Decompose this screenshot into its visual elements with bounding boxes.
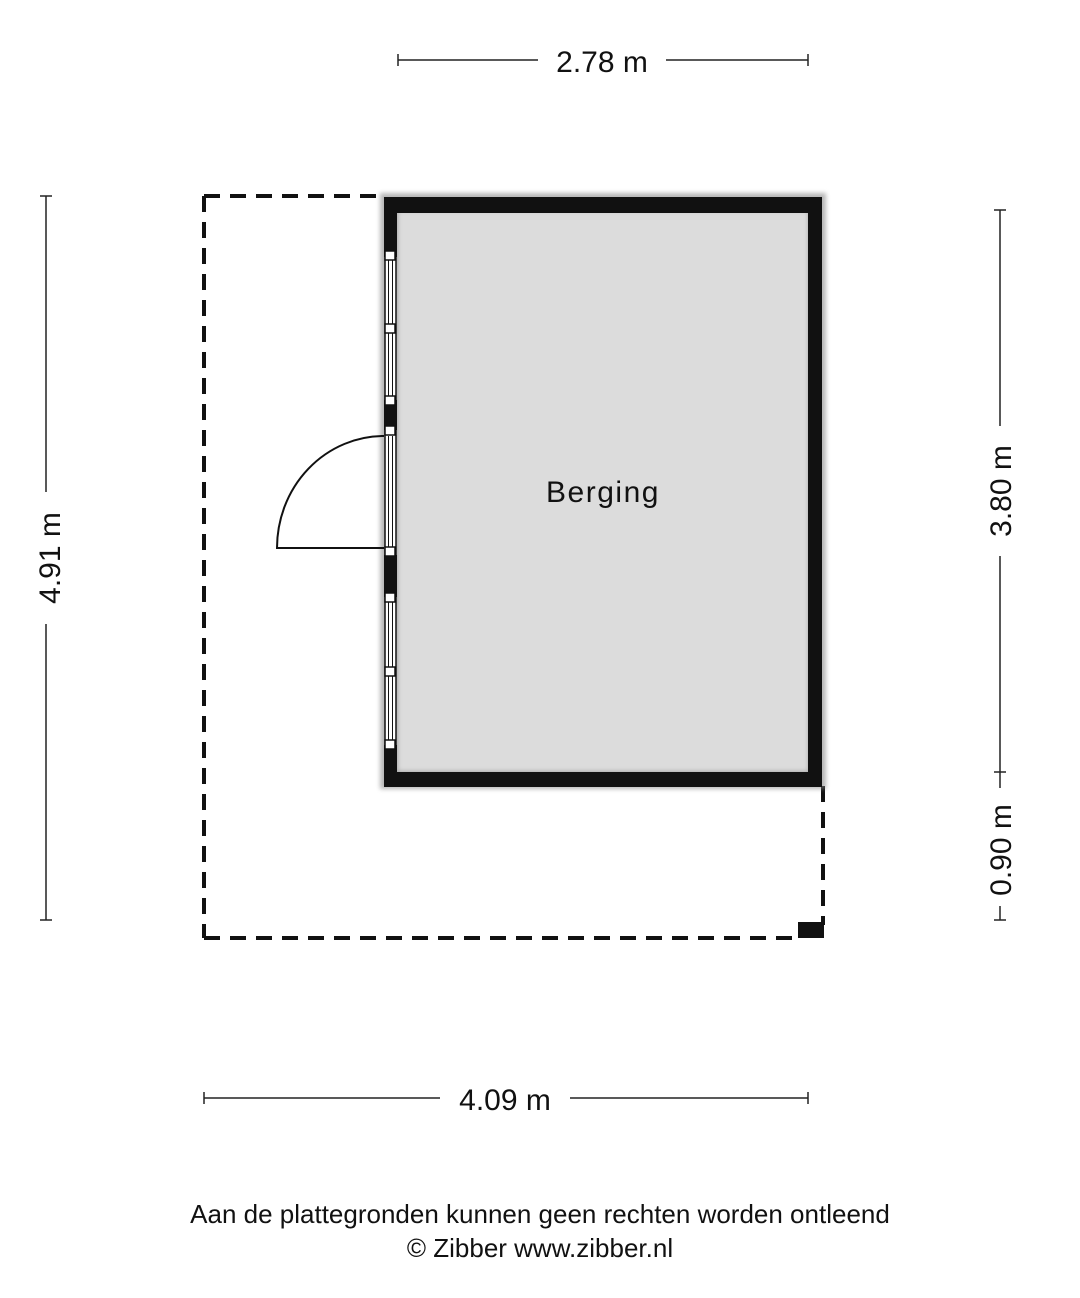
- room-label: Berging: [546, 476, 660, 509]
- dimension-left-label: 4.91 m: [34, 512, 67, 604]
- dimension-right-lower-label: 0.90 m: [985, 804, 1018, 896]
- window-lower: [384, 592, 397, 750]
- disclaimer-text: Aan de plattegronden kunnen geen rechten…: [190, 1199, 890, 1229]
- door-swing-arc: [275, 435, 385, 549]
- dimension-top-label: 2.78 m: [556, 46, 648, 79]
- room-floor: [397, 210, 809, 772]
- dimension-top: [397, 54, 809, 66]
- dimension-bottom-label: 4.09 m: [459, 1084, 551, 1117]
- dimension-left: [40, 195, 52, 921]
- corner-post: [798, 922, 824, 938]
- dashed-outline: [202, 194, 825, 940]
- dimension-bottom: [203, 1092, 809, 1104]
- dimension-right-lower: [994, 772, 1006, 921]
- dimension-right-upper-label: 3.80 m: [985, 445, 1018, 537]
- door: [275, 425, 397, 557]
- copyright-link[interactable]: © Zibber www.zibber.nl: [406, 1233, 674, 1263]
- window-upper: [384, 250, 397, 406]
